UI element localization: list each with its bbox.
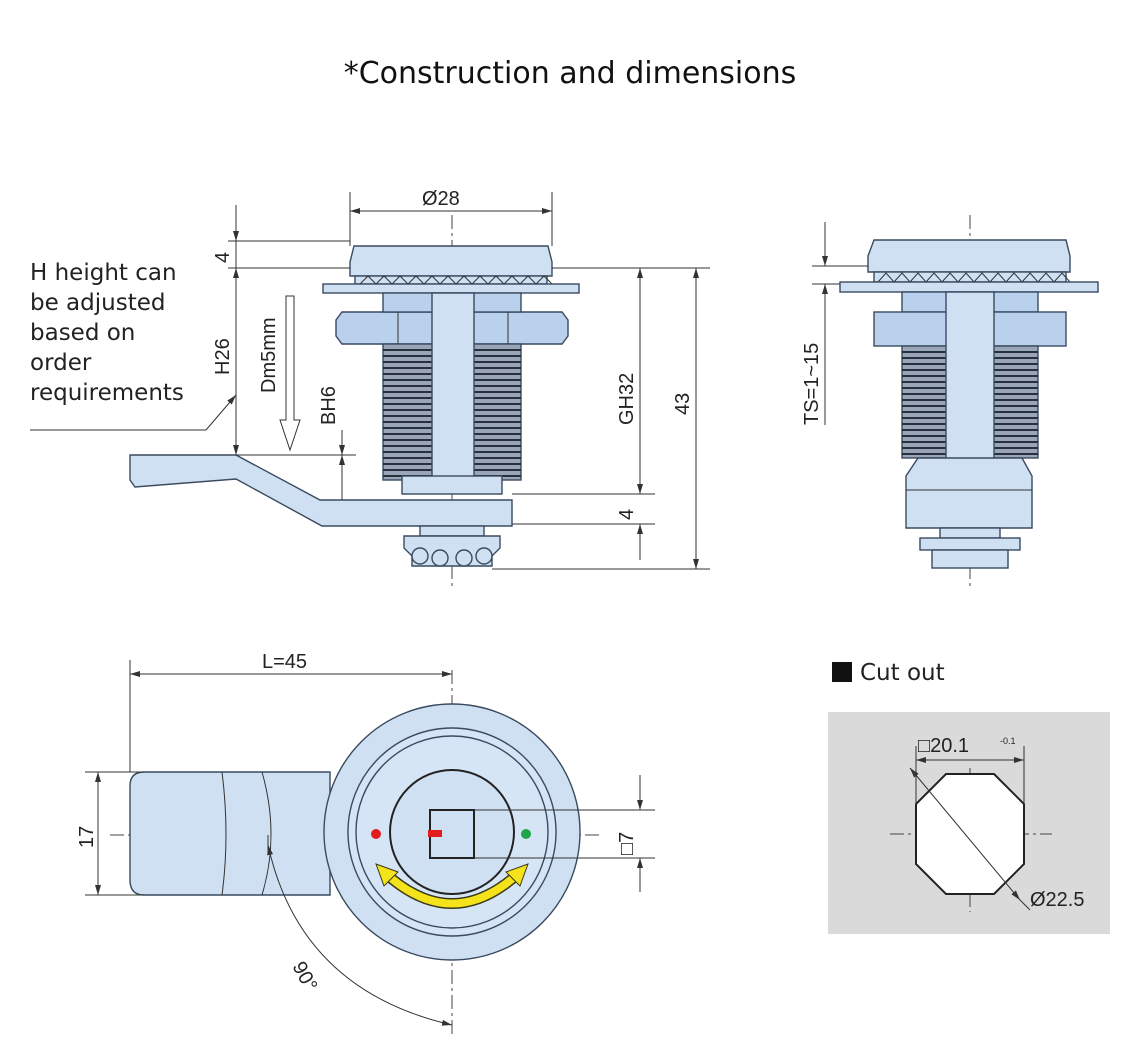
side-barrel (945, 291, 995, 488)
nut-lobe-3 (455, 549, 473, 567)
note-line-5: requirements (30, 380, 184, 406)
nut-lobe-1 (411, 547, 429, 565)
note-line-4: order (30, 350, 92, 376)
front-flange (322, 283, 580, 294)
note-line-3: based on (30, 320, 136, 346)
front-view: Ø28 4 H26 Dm5mm BH6 GH32 4 43 (30, 188, 710, 590)
note-line-2: be adjusted (30, 290, 166, 316)
front-cam-arm (129, 454, 513, 527)
cutout-view: □20.1 -0.1 Ø22.5 (828, 712, 1110, 934)
dim-bh6: BH6 (318, 386, 340, 425)
side-cam-block (905, 457, 1033, 529)
side-cap (867, 239, 1071, 273)
dim-h26: H26 (212, 338, 234, 375)
note-line-1: H height can (30, 260, 177, 286)
page-title: *Construction and dimensions (343, 56, 797, 91)
front-cap (349, 245, 553, 277)
side-screw (939, 527, 1001, 539)
red-indicator (428, 830, 442, 837)
green-dot-icon (521, 829, 531, 839)
dim-cut-tol: -0.1 (1000, 736, 1016, 746)
angle-arc (267, 844, 453, 1026)
dim-cut-sq: □20.1 (918, 735, 969, 757)
front-barrel (431, 292, 475, 489)
side-washer (919, 537, 1021, 551)
dim-43: 43 (672, 393, 694, 415)
top-view: L=45 17 □7 90° (76, 651, 655, 1035)
cutout-label-text: Cut out (860, 660, 945, 686)
dim-top-4: 4 (212, 252, 234, 263)
dim-17: 17 (76, 826, 98, 848)
side-flange (839, 281, 1099, 293)
front-screw (419, 525, 485, 537)
nut-lobe-4 (475, 547, 493, 565)
nut-lobe-2 (431, 549, 449, 567)
side-nut-bottom (931, 549, 1009, 569)
dim-lower-4: 4 (616, 509, 638, 520)
square-bullet-icon (832, 662, 852, 682)
dim-ts: TS=1~15 (801, 343, 823, 425)
dim-l45: L=45 (262, 651, 307, 673)
dim-gh32: GH32 (616, 373, 638, 425)
top-inner-disc (389, 769, 515, 895)
front-collar (401, 475, 503, 495)
dim-cut-dia: Ø22.5 (1030, 889, 1084, 911)
top-cam-arm (129, 771, 331, 896)
dim-sq7: □7 (616, 832, 638, 855)
cutout-shape (915, 773, 1025, 895)
dm-arrow (279, 295, 301, 452)
dim-line-cut-dia (909, 767, 1021, 901)
cutout-label: Cut out (832, 660, 945, 686)
side-view: TS=1~15 (801, 215, 1099, 590)
height-note: H height can be adjusted based on order … (30, 258, 220, 408)
dim-dm5mm: Dm5mm (258, 317, 280, 393)
dim-angle-90: 90° (288, 958, 322, 995)
red-dot-icon (371, 829, 381, 839)
dim-diameter-28: Ø28 (422, 188, 460, 210)
